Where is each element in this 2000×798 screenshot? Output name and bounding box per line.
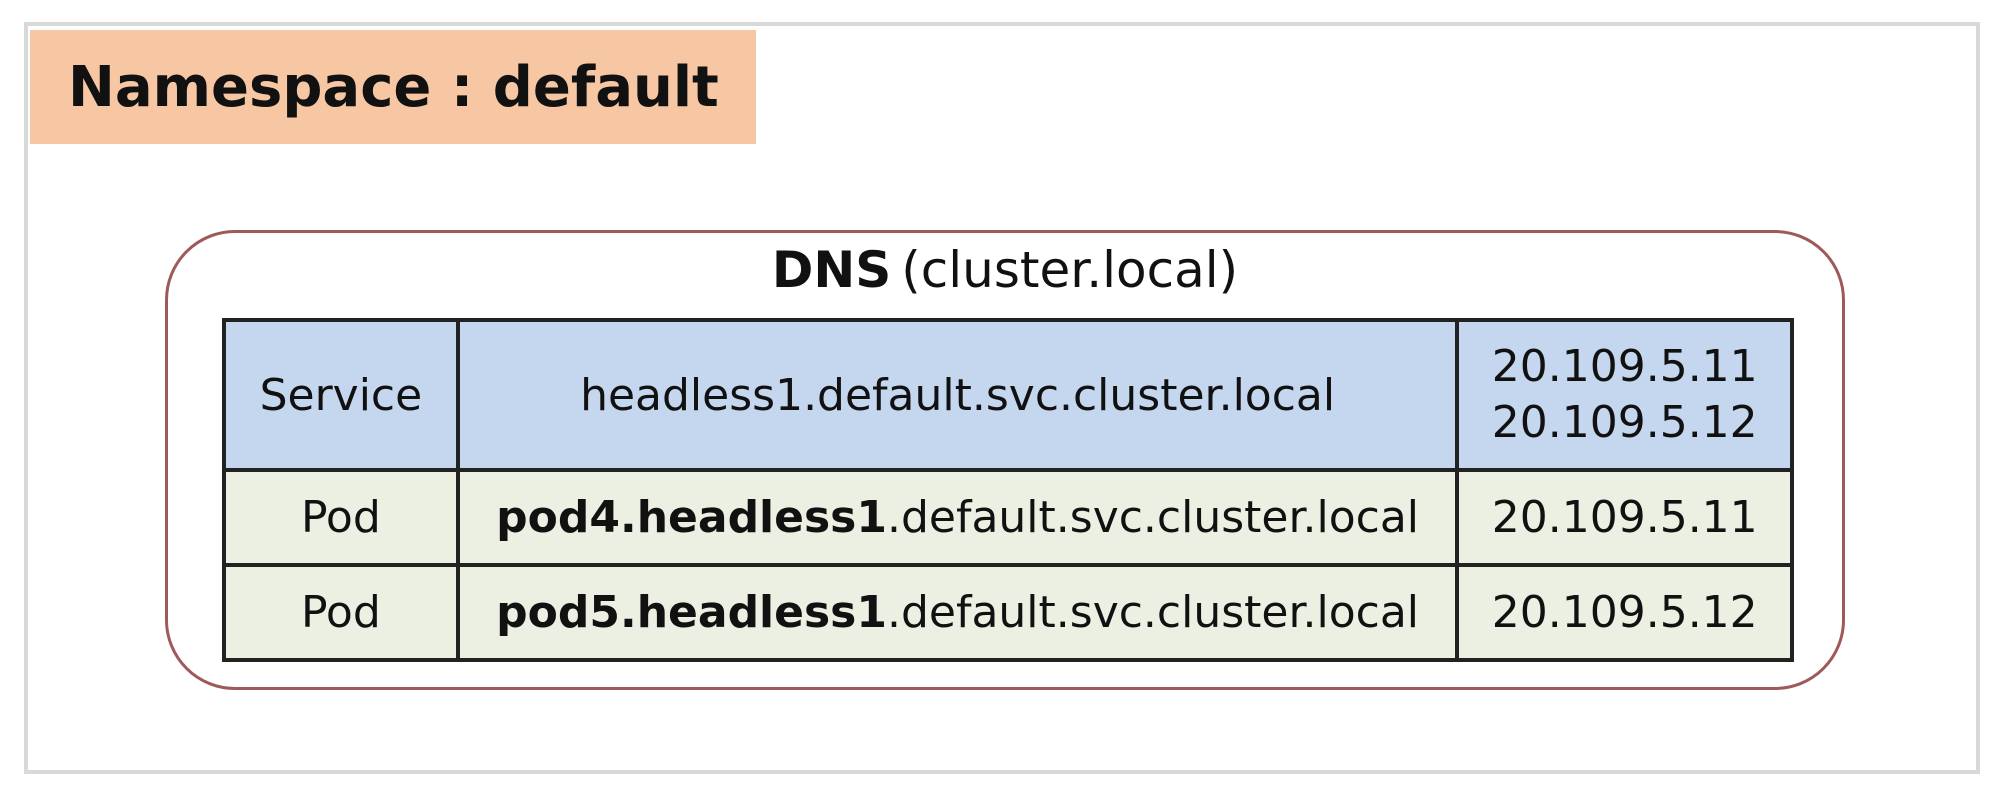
record-fqdn-rest: headless1.default.svc.cluster.local [580,369,1336,421]
record-fqdn-bold: pod5.headless1 [496,587,887,638]
table-row-pod4: Pod pod4.headless1.default.svc.cluster.l… [222,468,1794,567]
record-fqdn-cell: headless1.default.svc.cluster.local [455,318,1460,472]
record-fqdn-cell: pod5.headless1.default.svc.cluster.local [455,563,1460,662]
record-fqdn-cell: pod4.headless1.default.svc.cluster.local [455,468,1460,567]
table-row-service: Service headless1.default.svc.cluster.lo… [222,318,1794,472]
record-fqdn-rest: .default.svc.cluster.local [886,587,1420,638]
namespace-label: Namespace : default [30,30,756,144]
table-row-pod5: Pod pod5.headless1.default.svc.cluster.l… [222,563,1794,662]
record-ip: 20.109.5.11 [1491,341,1758,392]
dns-record-table: Service headless1.default.svc.cluster.lo… [222,318,1794,662]
dns-title-subtitle: (cluster.local) [901,241,1239,299]
record-type-cell: Pod [222,468,460,567]
dns-title-main: DNS [771,241,892,299]
dns-title: DNS(cluster.local) [165,238,1845,302]
record-ip-cell: 20.109.5.11 20.109.5.12 [1455,318,1794,472]
record-ip: 20.109.5.12 [1491,397,1758,448]
record-type-cell: Pod [222,563,460,662]
record-ip-cell: 20.109.5.11 [1455,468,1794,567]
record-fqdn-bold: pod4.headless1 [496,492,887,543]
record-fqdn-rest: .default.svc.cluster.local [886,492,1420,543]
record-ip-cell: 20.109.5.12 [1455,563,1794,662]
record-type-cell: Service [222,318,460,472]
record-ip: 20.109.5.12 [1491,586,1758,638]
namespace-label-text: Namespace : default [68,54,719,120]
record-ip: 20.109.5.11 [1491,491,1758,543]
